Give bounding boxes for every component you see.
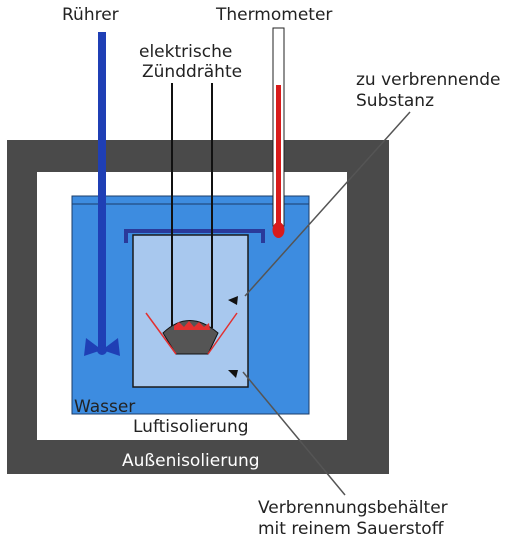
- pointer-substance-arrow: [228, 296, 238, 305]
- label-wires-line1: elektrische: [139, 42, 232, 62]
- label-thermometer: Thermometer: [215, 5, 332, 25]
- vessel-lid: [124, 229, 265, 243]
- ignition-flame: [174, 321, 210, 330]
- label-wires-line2: Zünddrähte: [142, 62, 242, 82]
- thermometer-bulb: [272, 222, 285, 238]
- label-outer-insulation: Außenisolierung: [122, 451, 260, 471]
- stirrer-shaft: [98, 32, 106, 350]
- crucible-holder-left: [145, 312, 177, 355]
- crucible-holder-right: [207, 312, 238, 355]
- label-substance-line1: zu verbrennende: [356, 70, 501, 90]
- label-vessel-line2: mit reinem Sauerstoff: [258, 519, 445, 539]
- stirrer-hub: [97, 345, 107, 355]
- label-stirrer: Rührer: [62, 5, 119, 25]
- pointer-vessel: [242, 371, 346, 496]
- label-vessel-line1: Verbrennungsbehälter: [258, 498, 448, 518]
- label-air-insulation: Luftisolierung: [133, 417, 249, 437]
- pointer-vessel-arrow: [228, 370, 238, 378]
- label-water: Wasser: [74, 397, 135, 417]
- pointer-substance: [244, 111, 411, 297]
- thermometer-liquid: [276, 85, 281, 226]
- label-substance-line2: Substanz: [356, 91, 434, 111]
- combustion-vessel: [132, 234, 249, 388]
